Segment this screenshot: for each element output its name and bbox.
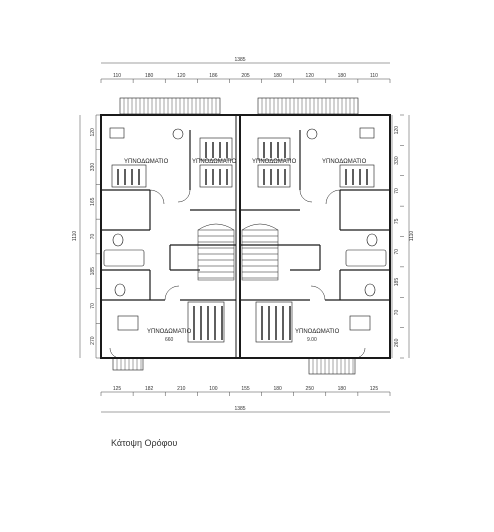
left-segment-dim: 70	[90, 234, 96, 240]
left-segment-dim: 70	[90, 303, 96, 309]
bottom-segment-dim: 210	[177, 386, 186, 392]
top-segment-dim: 180	[338, 73, 347, 79]
stairs	[197, 223, 279, 281]
right-segment-dim: 260	[394, 338, 400, 347]
left-segment-dim: 120	[90, 128, 96, 137]
top-segment-dim: 110	[113, 73, 121, 79]
outer-walls	[100, 114, 391, 359]
bottom-segment-dim: 180	[338, 386, 347, 392]
right-segment-dim: 185	[394, 278, 400, 287]
top-segment-dim: 205	[241, 73, 250, 79]
interior-walls	[101, 130, 390, 301]
room-label-bedroom-bottom-left: ΥΠΝΟΔΩΜΑΤΙΟ	[147, 329, 192, 335]
bathroom-fixtures	[103, 127, 387, 331]
top-segment-dim: 186	[209, 73, 218, 79]
right-segment-dim: 120	[394, 126, 400, 135]
left-segment-dim: 270	[90, 336, 96, 345]
right-segment-dim: 70	[394, 188, 400, 194]
right-segment-dim: 70	[394, 309, 400, 315]
top-segment-dim: 120	[177, 73, 186, 79]
top-segment-dim: 110	[370, 73, 378, 79]
room-label-bedroom-top-mid-left: ΥΠΝΟΔΩΜΑΤΙΟ	[192, 159, 237, 165]
bottom-segment-dim: 155	[241, 386, 250, 392]
bottom-segment-dim: 100	[209, 386, 218, 392]
right-segment-dim: 330	[394, 156, 400, 165]
left-total-dim: 1110	[72, 231, 78, 242]
bottom-total-dim: 1385	[234, 406, 245, 412]
room-label-bedroom-bottom-right: ΥΠΝΟΔΩΜΑΤΙΟ	[295, 329, 340, 335]
left-segment-dim: 165	[90, 197, 96, 206]
top-segment-dim: 180	[273, 73, 282, 79]
beds	[111, 137, 375, 343]
room-label-bedroom-top-right: ΥΠΝΟΔΩΜΑΤΙΟ	[322, 159, 367, 165]
door-swings	[109, 189, 366, 359]
bottom-segment-dim: 125	[370, 386, 379, 392]
bottom-segment-dim: 250	[306, 386, 315, 392]
left-segment-dim: 185	[90, 267, 96, 276]
left-segment-dim: 330	[90, 163, 96, 172]
plan-caption: Κάτοψη Ορόφου	[111, 438, 178, 448]
top-segment-dim: 120	[306, 73, 315, 79]
top-segment-dim: 180	[145, 73, 154, 79]
dimension-lines	[79, 62, 410, 413]
bottom-segment-dim: 182	[145, 386, 154, 392]
room-dim-bottom-right: 9.00	[307, 337, 317, 343]
bottom-segment-dim: 180	[273, 386, 282, 392]
right-segment-dim: 70	[394, 249, 400, 255]
bottom-segment-dim: 125	[113, 386, 122, 392]
room-label-bedroom-top-left: ΥΠΝΟΔΩΜΑΤΙΟ	[124, 159, 169, 165]
right-total-dim: 1110	[409, 231, 415, 242]
right-segment-dim: 75	[394, 218, 400, 224]
room-label-bedroom-top-mid-right: ΥΠΝΟΔΩΜΑΤΙΟ	[252, 159, 297, 165]
top-total-dim: 1385	[234, 57, 245, 63]
room-dim-bottom-left: 660	[165, 337, 174, 343]
